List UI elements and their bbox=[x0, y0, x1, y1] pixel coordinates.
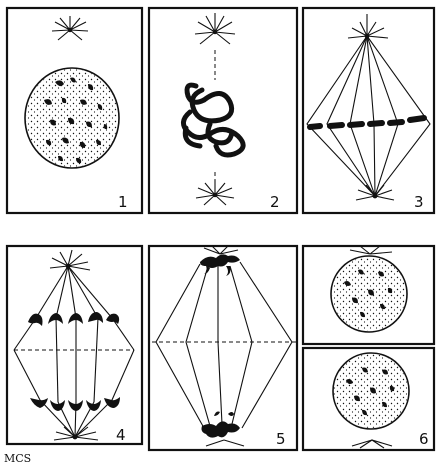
centrosome-4-top bbox=[50, 250, 90, 270]
chromosomes-upper-4 bbox=[28, 312, 119, 326]
panel-3-label: 3 bbox=[414, 193, 424, 211]
centrosome-2-top bbox=[195, 13, 235, 44]
panel-6-label: 6 bbox=[419, 430, 429, 448]
centrosome-3-top bbox=[348, 14, 388, 38]
panel-2-label: 2 bbox=[270, 193, 280, 211]
chromosomes-lower-4 bbox=[30, 397, 120, 411]
centrosome-2-bottom bbox=[196, 180, 234, 205]
centrosome-4-bottom bbox=[54, 427, 98, 440]
chromatin-coil-2 bbox=[183, 85, 243, 155]
panel-4-frame bbox=[7, 246, 142, 444]
spindle-fibres-3 bbox=[307, 36, 430, 196]
panel-1-label: 1 bbox=[118, 193, 128, 211]
panel-3: 3 bbox=[303, 8, 434, 213]
panel-1: 1 bbox=[7, 8, 142, 213]
artist-signature: MCS bbox=[4, 452, 31, 465]
panel-4: 4 bbox=[7, 246, 142, 444]
nucleus-1 bbox=[25, 68, 119, 168]
spindle-fibres-4 bbox=[14, 266, 134, 437]
panel-2: 2 bbox=[149, 8, 297, 213]
panel-5-frame bbox=[149, 246, 297, 450]
panel-4-label: 4 bbox=[116, 426, 126, 444]
panel-5: 5 bbox=[149, 246, 297, 450]
centrosome-1 bbox=[52, 16, 88, 40]
daughter-cell-top bbox=[331, 246, 407, 332]
spindle-fibres-5 bbox=[156, 262, 292, 428]
panel-6: 6 bbox=[303, 246, 434, 450]
daughter-cell-bottom bbox=[333, 353, 409, 448]
panel-5-label: 5 bbox=[276, 430, 286, 448]
